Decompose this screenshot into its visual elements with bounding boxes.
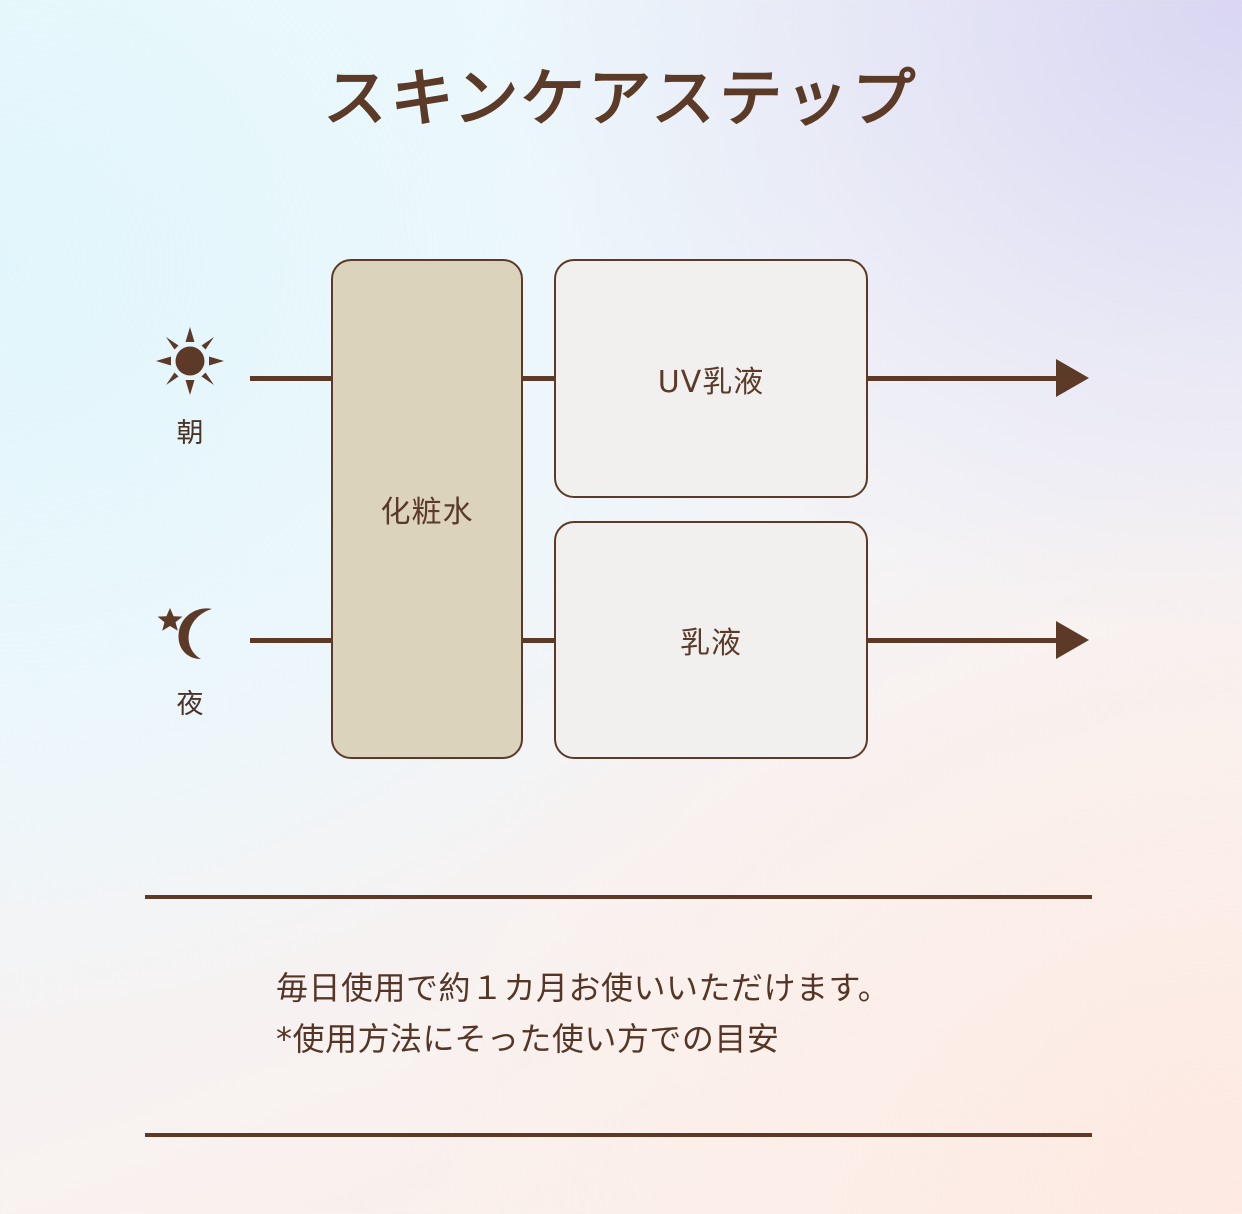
footnote: 毎日使用で約１カ月お使いいただけます。 *使用方法にそった使い方での目安 — [276, 963, 1076, 1065]
connector-night-to-lotion — [250, 638, 333, 643]
timeslot-morning: 朝 — [130, 325, 250, 450]
connector-lotion-to-uv — [521, 376, 556, 381]
step-box-lotion[interactable]: 化粧水 — [331, 259, 523, 759]
moon-star-icon — [130, 596, 250, 668]
step-label-uv-emulsion: UV乳液 — [657, 364, 765, 400]
step-box-uv-emulsion[interactable]: UV乳液 — [554, 259, 868, 498]
timeslot-night: 夜 — [130, 596, 250, 721]
connector-morning-to-lotion — [250, 376, 333, 381]
connector-uv-output — [866, 376, 1056, 381]
connector-lotion-to-emulsion — [521, 638, 556, 643]
footnote-line-1: 毎日使用で約１カ月お使いいただけます。 — [276, 969, 891, 1007]
timeslot-label-morning: 朝 — [176, 418, 204, 449]
step-box-emulsion[interactable]: 乳液 — [554, 521, 868, 759]
sun-icon — [130, 325, 250, 397]
arrow-head-morning-icon — [1056, 359, 1089, 397]
divider-top — [145, 895, 1092, 899]
arrow-head-night-icon — [1056, 621, 1089, 659]
step-label-lotion: 化粧水 — [380, 495, 474, 530]
divider-bottom — [145, 1133, 1092, 1137]
connector-emulsion-output — [866, 638, 1056, 643]
step-label-emulsion: 乳液 — [680, 626, 742, 661]
timeslot-label-night: 夜 — [176, 689, 204, 720]
footnote-line-2: *使用方法にそった使い方での目安 — [276, 1020, 780, 1059]
